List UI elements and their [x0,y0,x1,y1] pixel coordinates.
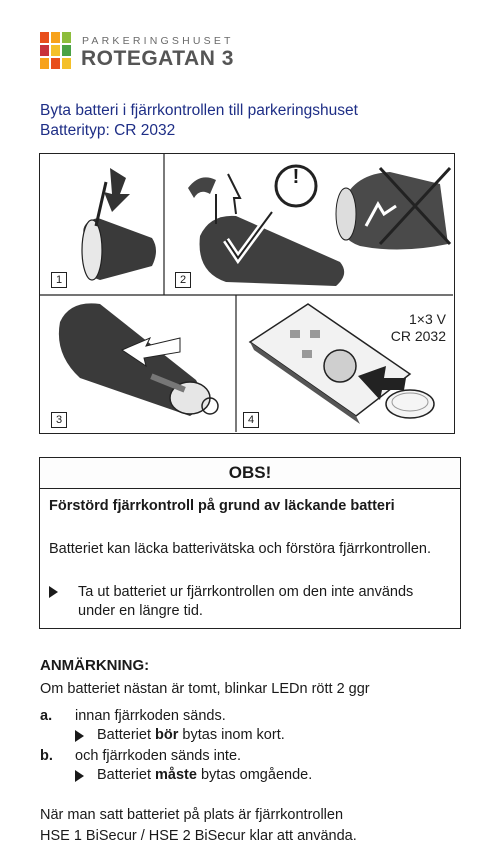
step-number-2: 2 [175,272,191,288]
sub-text-pre: Batteriet [97,767,156,783]
logo-main-text: ROTEGATAN 3 [81,47,234,70]
diagram-illustration [40,154,453,432]
note-intro: Om batteriet nästan är tomt, blinkar LED… [40,681,370,697]
panel-4-illustration [248,303,435,424]
panel-1-illustration [81,168,156,281]
note-item-text: innan fjärrkoden sänds. [75,708,226,724]
logo: PARKERINGSHUSET ROTEGATAN 3 [40,32,340,72]
note-item-text: och fjärrkoden sänds inte. [75,748,242,764]
note-item-label: b. [40,748,53,764]
panel-2-illustration [188,173,345,286]
battery-spec-line-1: 1×3 V [409,311,446,327]
closing-line-1: När man satt batteriet på plats är fjärr… [40,807,344,823]
triangle-bullet-icon [75,730,84,742]
closing-text: När man satt batteriet på plats är fjärr… [40,805,470,847]
obs-body-text: Batteriet kan läcka batterivätska och fö… [49,541,432,557]
sub-text-bold: bör [155,727,179,743]
warning-icon: ! [292,166,300,188]
step-number-4: 4 [243,412,259,428]
note-heading: ANMÄRKNING: [40,657,150,674]
closing-line-2: HSE 1 BiSecur / HSE 2 BiSecur klar att a… [40,828,357,844]
logo-top-text: PARKERINGSHUSET [82,35,234,47]
title-line-2: Batterityp: CR 2032 [40,122,176,139]
sub-text-post: bytas omgående. [196,767,313,783]
triangle-bullet-icon [49,586,58,598]
logo-mark-icon [40,32,72,70]
triangle-bullet-icon [75,770,84,782]
panel-3-illustration [58,303,219,416]
obs-bullet-text: Ta ut batteriet ur fjärrkontrollen om de… [78,584,414,619]
step-number-3: 3 [51,412,67,428]
sub-text-post: bytas inom kort. [178,727,285,743]
step-number-1: 1 [51,272,67,288]
obs-warning-box: OBS! Förstörd fjärrkontroll på grund av … [39,457,461,629]
battery-spec-line-2: CR 2032 [390,328,446,344]
obs-heading: OBS! [40,458,460,489]
instruction-diagram: 1 2 3 4 ! 1×3 V CR 2032 [39,153,455,434]
title-line-1: Byta batteri i fjärrkontrollen till park… [40,102,358,119]
obs-subheading: Förstörd fjärrkontroll på grund av läcka… [49,498,395,514]
sub-text-pre: Batteriet [97,727,156,743]
sub-text-bold: måste [155,767,197,783]
battery-spec: 1×3 V CR 2032 [360,311,446,345]
panel-warning-illustration [274,164,452,250]
note-item-label: a. [40,708,53,724]
page-title: Byta batteri i fjärrkontrollen till park… [40,101,358,141]
